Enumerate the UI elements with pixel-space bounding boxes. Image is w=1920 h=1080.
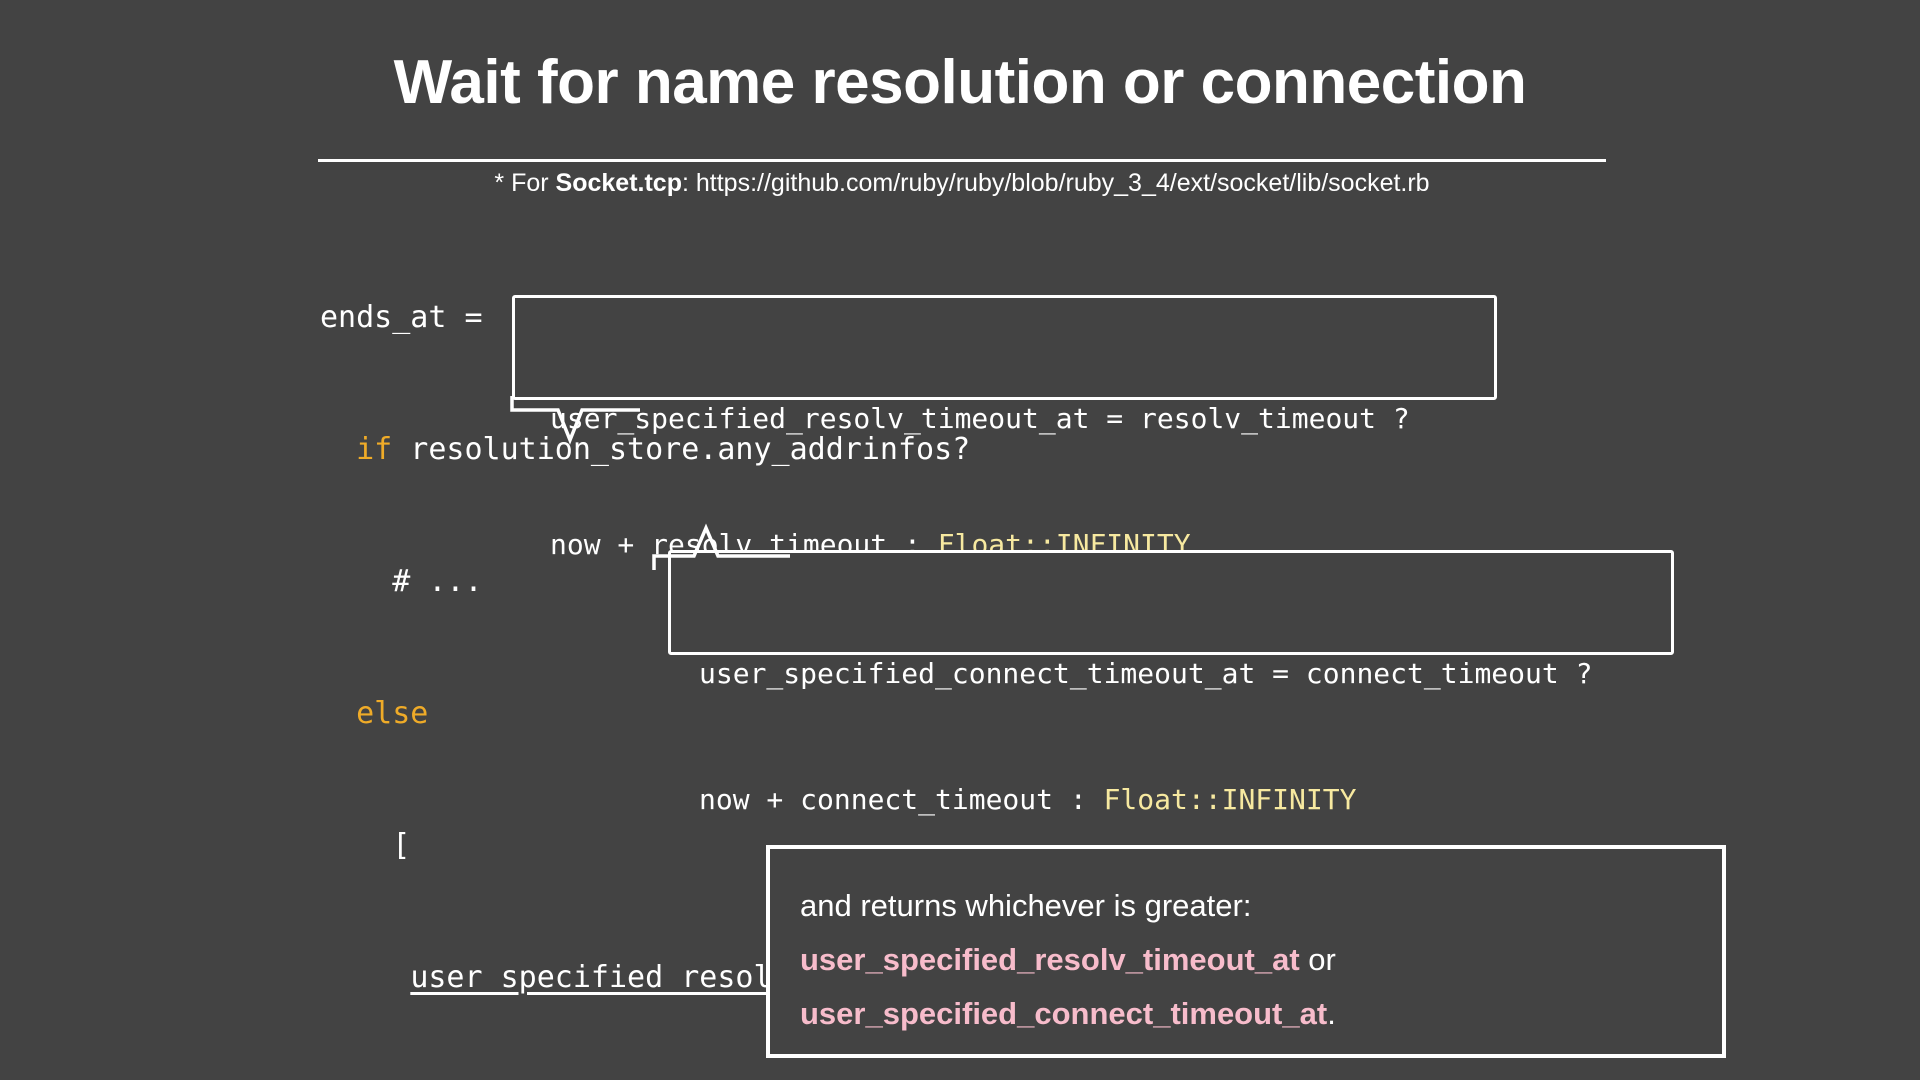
explanation-conjunction: or bbox=[1299, 942, 1336, 977]
footnote-source: * For Socket.tcp: https://github.com/rub… bbox=[318, 166, 1606, 200]
callout-text: user_specified_resolv_timeout_at = resol… bbox=[550, 402, 1410, 435]
code-keyword: else bbox=[356, 696, 429, 731]
code-text: ends_at = bbox=[320, 300, 483, 335]
callout-text: user_specified_connect_timeout_at = conn… bbox=[699, 657, 1593, 690]
callout-connect-timeout: user_specified_connect_timeout_at = conn… bbox=[668, 550, 1674, 816]
callout-line: user_specified_resolv_timeout_at = resol… bbox=[550, 398, 1494, 440]
code-keyword: if bbox=[356, 432, 393, 467]
explanation-line-3: user_specified_connect_timeout_at. bbox=[800, 987, 1722, 1041]
explanation-text: and returns whichever is greater: bbox=[800, 888, 1252, 923]
code-line: if resolution_store.any_addrinfos? bbox=[320, 428, 1006, 472]
code-line: # ... bbox=[320, 560, 1006, 604]
callout-literal: Float::INFINITY bbox=[1103, 783, 1357, 816]
code-line: else bbox=[320, 692, 1006, 736]
footnote-divider bbox=[318, 159, 1606, 162]
callout-resolv-timeout: user_specified_resolv_timeout_at = resol… bbox=[512, 295, 1497, 561]
explanation-line-1: and returns whichever is greater: bbox=[800, 879, 1722, 933]
callout-line: now + connect_timeout : Float::INFINITY bbox=[699, 779, 1671, 821]
page-title: Wait for name resolution or connection bbox=[393, 48, 1527, 117]
code-line: [ bbox=[320, 824, 1006, 868]
explanation-line-2: user_specified_resolv_timeout_at or bbox=[800, 933, 1722, 987]
explanation-identifier-resolv: user_specified_resolv_timeout_at bbox=[800, 942, 1300, 977]
explanation-box: and returns whichever is greater: user_s… bbox=[766, 845, 1726, 1058]
footnote-separator: : bbox=[681, 169, 696, 197]
callout-text: now + connect_timeout : bbox=[699, 783, 1104, 816]
footnote-prefix: * For bbox=[494, 169, 556, 197]
footnote-method-label: Socket.tcp bbox=[555, 169, 682, 197]
explanation-period: . bbox=[1327, 996, 1336, 1031]
callout-line: user_specified_connect_timeout_at = conn… bbox=[699, 653, 1671, 695]
code-line: ends_at = bbox=[320, 296, 1006, 340]
code-text: resolution_store.any_addrinfos? bbox=[392, 432, 971, 467]
explanation-identifier-connect: user_specified_connect_timeout_at bbox=[800, 996, 1328, 1031]
footnote-url: https://github.com/ruby/ruby/blob/ruby_3… bbox=[695, 169, 1430, 197]
code-text: [ bbox=[392, 828, 411, 863]
code-comment: # ... bbox=[392, 564, 483, 599]
